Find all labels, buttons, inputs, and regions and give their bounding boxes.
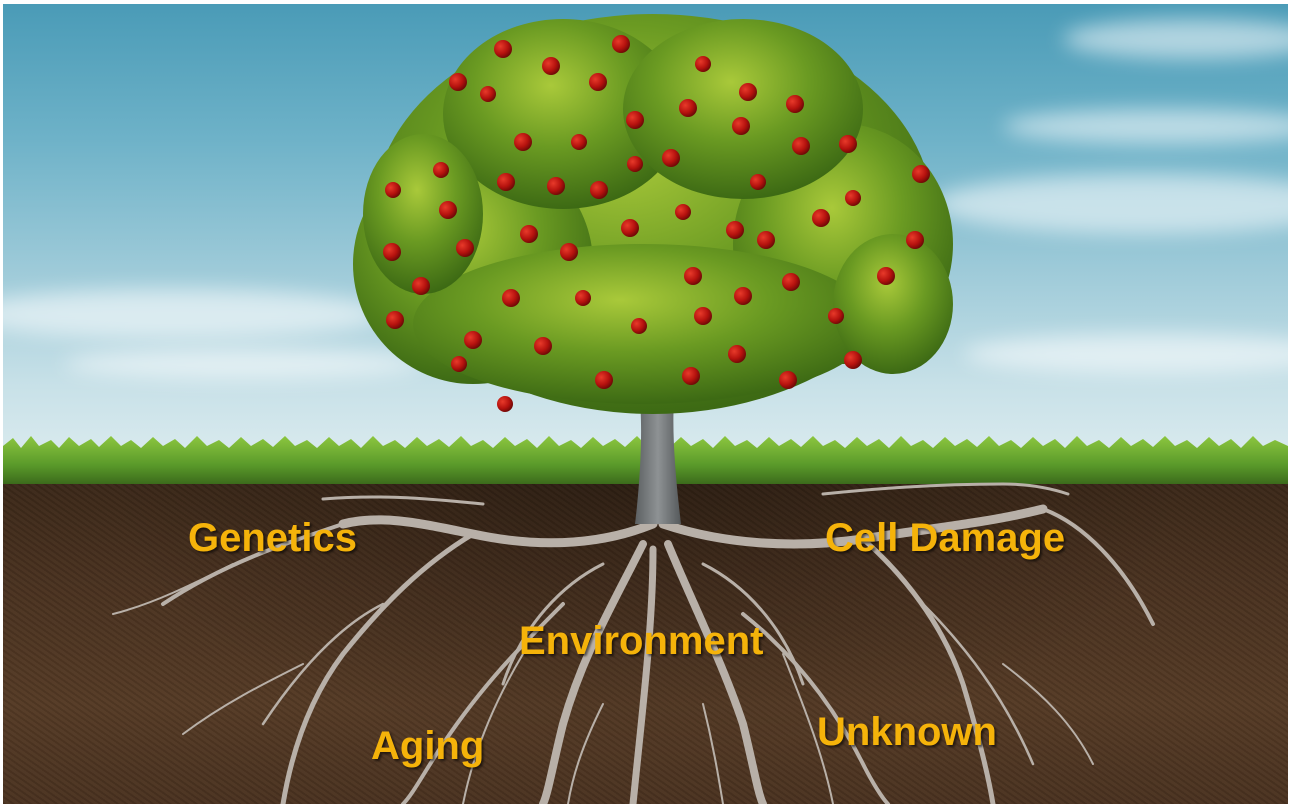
label-unknown: Unknown: [817, 712, 997, 752]
tree-roots-illustration: Genetics Cell Damage Environment Aging U…: [3, 4, 1288, 804]
label-environment: Environment: [519, 621, 763, 661]
label-cell-damage: Cell Damage: [825, 518, 1065, 558]
label-aging: Aging: [371, 726, 484, 766]
apple-tree: [3, 4, 1288, 804]
label-genetics: Genetics: [188, 518, 357, 558]
